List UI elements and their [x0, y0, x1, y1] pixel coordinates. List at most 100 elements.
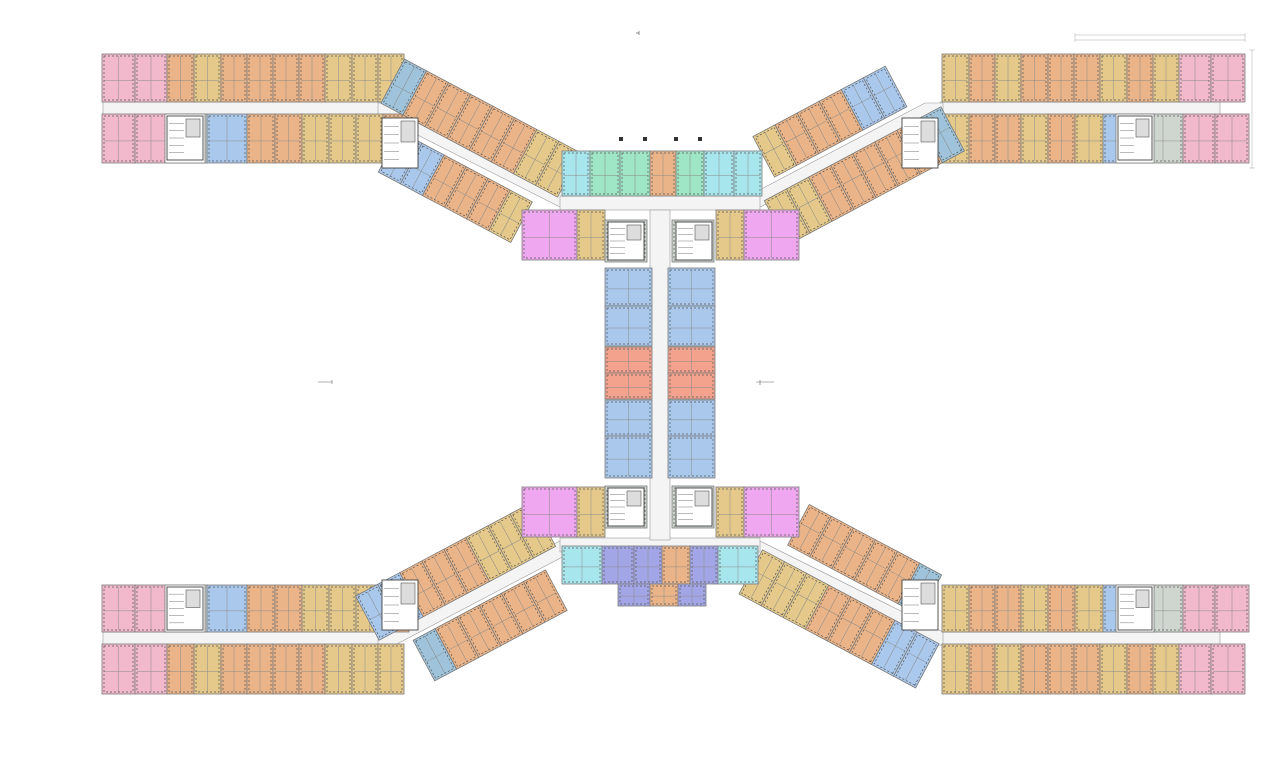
- window-line: [424, 551, 466, 603]
- window-line: [895, 634, 937, 686]
- apartment-unit: [1182, 584, 1216, 633]
- apartment-unit: [968, 113, 996, 164]
- window-line: [424, 157, 464, 206]
- apartment-unit: [522, 569, 568, 623]
- apartment-unit: [355, 113, 384, 164]
- room-partition: [864, 149, 887, 191]
- window-line: [481, 595, 521, 644]
- apartment-unit: [667, 372, 716, 400]
- room-partition: [503, 142, 523, 154]
- apartment-unit: [661, 545, 691, 585]
- apartment-unit: [576, 209, 606, 261]
- window-line: [811, 518, 852, 567]
- window-line: [326, 645, 351, 693]
- room-partition: [845, 546, 865, 558]
- window-line: [490, 516, 532, 568]
- window-line: [996, 55, 1020, 101]
- window-line: [606, 348, 651, 372]
- window-line: [446, 539, 488, 592]
- apartment-unit: [619, 150, 651, 197]
- room-partition: [480, 113, 504, 155]
- elevator-shaft: [1135, 589, 1150, 608]
- window-line: [807, 587, 849, 639]
- room-partition: [513, 589, 534, 627]
- room-partition: [436, 574, 456, 585]
- apartment-unit: [853, 539, 899, 593]
- room-partition: [458, 101, 481, 143]
- apartment-unit: [994, 643, 1022, 695]
- room-partition: [852, 96, 872, 108]
- room-partition: [830, 97, 852, 135]
- diagonal-arm-bottom-right: [738, 503, 943, 689]
- window-line: [603, 547, 633, 583]
- apartment-unit: [1047, 53, 1075, 103]
- window-line: [330, 586, 355, 631]
- room-partition: [885, 640, 905, 652]
- corridor: [649, 209, 671, 541]
- elevator-shaft: [185, 118, 201, 138]
- column-icon: [619, 137, 623, 141]
- window-line: [1128, 645, 1152, 693]
- window-line: [578, 488, 604, 536]
- window-line: [248, 55, 272, 101]
- window-line: [1022, 586, 1047, 631]
- window-line: [1049, 55, 1073, 101]
- apartment-unit: [101, 113, 136, 164]
- apartment-unit: [601, 545, 635, 585]
- apartment-unit: [134, 113, 168, 164]
- window-line: [222, 645, 246, 693]
- apartment-unit: [1073, 53, 1101, 103]
- apartment-unit: [649, 583, 679, 607]
- window-line: [996, 115, 1020, 162]
- apartment-unit: [1099, 53, 1128, 103]
- room-partition: [875, 73, 896, 111]
- window-line: [821, 91, 861, 140]
- window-line: [717, 211, 743, 259]
- elevator-shaft: [185, 589, 201, 608]
- window-line: [222, 55, 246, 101]
- apartment-unit: [667, 399, 716, 437]
- room-partition: [905, 639, 928, 681]
- apartment-unit: [576, 486, 606, 538]
- room-partition: [775, 582, 795, 593]
- room-partition: [839, 604, 862, 646]
- apartment-unit: [1020, 113, 1049, 164]
- window-line: [437, 619, 477, 667]
- apartment-unit: [785, 176, 833, 234]
- room-partition: [448, 639, 468, 651]
- window-line: [669, 437, 714, 477]
- window-line: [788, 179, 830, 231]
- window-line: [606, 221, 646, 261]
- apartment-unit: [1182, 113, 1216, 164]
- window-line: [103, 645, 134, 693]
- window-line: [755, 127, 795, 175]
- apartment-unit: [1047, 643, 1075, 695]
- apartment-unit: [328, 584, 357, 633]
- stair-core: [901, 117, 939, 169]
- apartment-unit: [446, 93, 494, 151]
- room-partition: [820, 186, 840, 197]
- apartment-unit: [994, 584, 1022, 633]
- apartment-unit: [604, 372, 653, 400]
- window-line: [677, 152, 703, 195]
- apartment-unit: [675, 150, 705, 197]
- room-partition: [820, 172, 843, 214]
- apartment-unit: [1214, 584, 1250, 633]
- room-partition: [808, 108, 829, 147]
- window-line: [330, 115, 355, 162]
- window-line: [563, 547, 601, 583]
- window-line: [1076, 115, 1102, 162]
- apartment-unit: [604, 435, 653, 479]
- room-partition: [412, 150, 433, 189]
- window-line: [789, 506, 830, 555]
- window-line: [669, 348, 714, 372]
- elevator-shaft: [1135, 118, 1150, 138]
- room-partition: [456, 174, 477, 212]
- window-line: [606, 401, 651, 435]
- window-line: [970, 645, 994, 693]
- window-line: [606, 307, 651, 345]
- apartment-unit: [589, 150, 621, 197]
- room-partition: [799, 512, 820, 550]
- apartment-unit: [206, 584, 248, 633]
- apartment-unit: [246, 53, 274, 103]
